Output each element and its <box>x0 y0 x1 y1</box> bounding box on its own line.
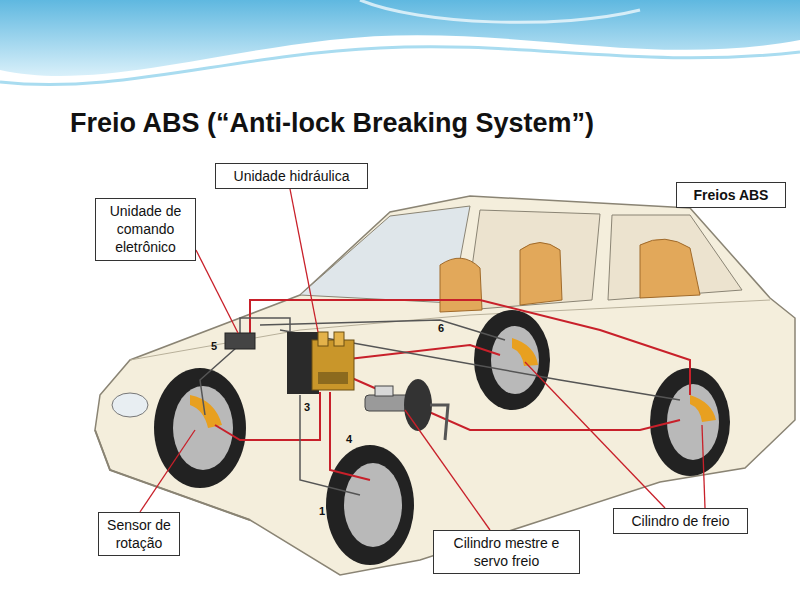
callout-text: Unidade hidráulica <box>221 167 362 185</box>
brake-lines-part <box>215 392 320 440</box>
car-body-part <box>520 243 562 306</box>
car-body-part <box>608 215 742 300</box>
master-cylinder-part <box>430 405 448 440</box>
wires-part <box>300 395 360 495</box>
master-cylinder <box>365 379 448 440</box>
hydraulic-unit-part <box>318 332 328 346</box>
wheels-part <box>190 395 222 428</box>
ecu <box>225 333 255 349</box>
wheels-part <box>326 445 414 565</box>
callout-number: 1 <box>318 505 326 518</box>
brake-lines <box>215 300 690 480</box>
top-wave-part <box>360 0 640 22</box>
wheels-part <box>512 338 538 366</box>
callout-number: 5 <box>210 340 218 353</box>
callout-box: Cilindro mestre e servo freio <box>433 530 580 574</box>
car-body-part <box>95 196 795 575</box>
wheels-part <box>690 395 716 422</box>
master-cylinder-part <box>365 395 410 411</box>
wires-part <box>200 348 236 415</box>
callout-text: Cilindro de freio <box>619 512 742 530</box>
wheels-part <box>474 310 550 410</box>
ecu-part <box>225 333 255 349</box>
callout-text: Sensor de rotação <box>104 516 174 552</box>
car-body-part <box>640 239 700 298</box>
leader-lines-part <box>140 430 195 512</box>
callout-number: 6 <box>437 322 445 335</box>
top-wave-part <box>0 0 800 76</box>
brake-lines-part <box>330 392 370 480</box>
car-body-part <box>466 210 600 310</box>
callout-box: Sensor de rotação <box>98 512 180 556</box>
wires-part <box>280 330 680 400</box>
leader-lines <box>140 189 705 530</box>
car-body-part <box>440 258 482 312</box>
wires-part <box>240 318 290 335</box>
wires <box>200 318 680 495</box>
callout-text: Freios ABS <box>682 186 780 204</box>
callout-number: 3 <box>303 401 311 414</box>
callout-box: Cilindro de freio <box>613 508 748 534</box>
brake-lines-part <box>345 375 680 430</box>
leader-lines-part <box>525 362 665 508</box>
callout-box: Freios ABS <box>676 182 786 208</box>
brake-lines-part <box>250 300 690 395</box>
callout-box: Unidade de comando eletrônico <box>95 198 196 261</box>
leader-lines-part <box>196 250 238 333</box>
top-wave-part <box>0 47 800 85</box>
callout-number: 4 <box>345 433 353 446</box>
hydraulic-unit-part <box>334 332 344 346</box>
callout-box: Unidade hidráulica <box>215 163 368 189</box>
car-body-part <box>112 393 148 417</box>
leader-lines-part <box>405 410 490 530</box>
master-cylinder-part <box>404 379 432 431</box>
top-wave <box>0 0 800 85</box>
callout-text: Cilindro mestre e servo freio <box>439 534 574 570</box>
brake-lines-part <box>340 345 500 360</box>
leader-lines-part <box>290 189 318 332</box>
car-body <box>95 196 795 575</box>
hydraulic-unit <box>287 332 354 394</box>
hydraulic-unit-part <box>312 340 354 390</box>
wheels-part <box>491 326 539 394</box>
master-cylinder-part <box>375 386 393 396</box>
leader-lines-part <box>702 425 705 508</box>
hydraulic-unit-part <box>318 372 348 384</box>
callout-text: Unidade de comando eletrônico <box>101 202 190 257</box>
page-title: Freio ABS (“Anti-lock Breaking System”) <box>70 108 594 139</box>
